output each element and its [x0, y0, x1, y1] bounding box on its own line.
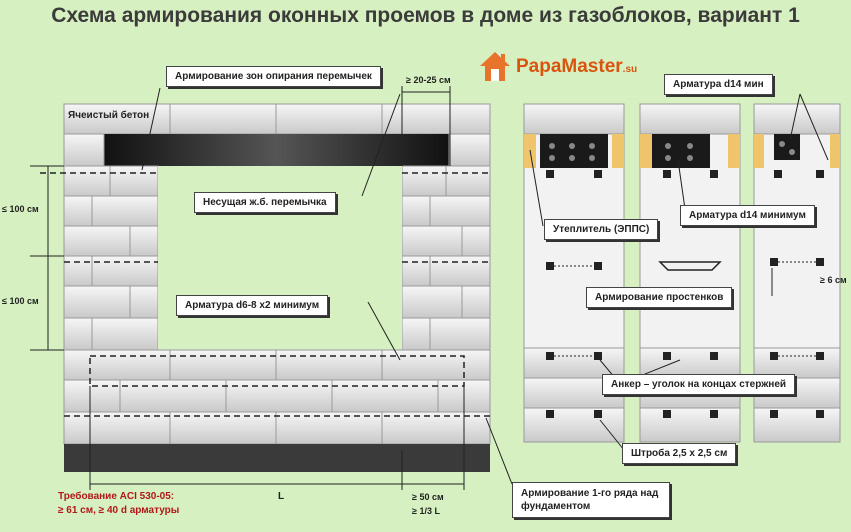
- groove-label: Штроба 2,5 х 2,5 см: [622, 443, 737, 464]
- insulation-label: Утеплитель (ЭППС): [544, 219, 659, 240]
- pier-reinforcement-label: Армирование простенков: [586, 287, 733, 308]
- dim-third-L: ≥ 1/3 L: [412, 506, 440, 516]
- section-views: [523, 93, 841, 451]
- papamaster-logo: PapaMaster.su: [478, 50, 658, 86]
- first-row-label: Армирование 1-го ряда над фундаментом: [512, 482, 670, 518]
- dim-L: L: [278, 491, 285, 502]
- rebar-d14-min-top-label: Арматура d14 мин: [664, 74, 773, 95]
- dim-20-25: ≥ 20-25 см: [406, 75, 451, 85]
- logo-name: PapaMaster: [516, 56, 623, 77]
- rebar-d14-minimum-label: Арматура d14 минимум: [680, 205, 815, 226]
- lintel: [104, 134, 449, 166]
- anchor-label: Анкер – уголок на концах стержней: [602, 374, 796, 395]
- dim-50: ≥ 50 см: [412, 492, 444, 502]
- diagram-title: Схема армирования оконных проемов в доме…: [51, 4, 800, 27]
- requirement-note: Требование ACI 530-05: ≥ 61 см, ≥ 40 d а…: [58, 490, 179, 518]
- dim-100-b: ≤ 100 см: [2, 296, 39, 306]
- requirement-line1: Требование ACI 530-05:: [58, 491, 175, 502]
- logo-suffix: .su: [622, 64, 638, 75]
- dim-100-a: ≤ 100 см: [2, 204, 39, 214]
- requirement-line2: ≥ 61 см, ≥ 40 d арматуры: [58, 505, 180, 516]
- wall-elevation: [30, 86, 513, 490]
- aerated-concrete-label: Ячеистый бетон: [68, 110, 150, 121]
- logo-text: PapaMaster.su: [516, 56, 637, 78]
- foundation: [64, 444, 490, 472]
- dim-6: ≥ 6 см: [820, 275, 847, 285]
- lintel-label: Несущая ж.б. перемычка: [194, 192, 336, 213]
- lintel-zone-label: Армирование зон опирания перемычек: [166, 66, 381, 87]
- rebar-d6-8-label: Арматура d6-8 х2 минимум: [176, 295, 329, 316]
- house-icon: [480, 52, 510, 81]
